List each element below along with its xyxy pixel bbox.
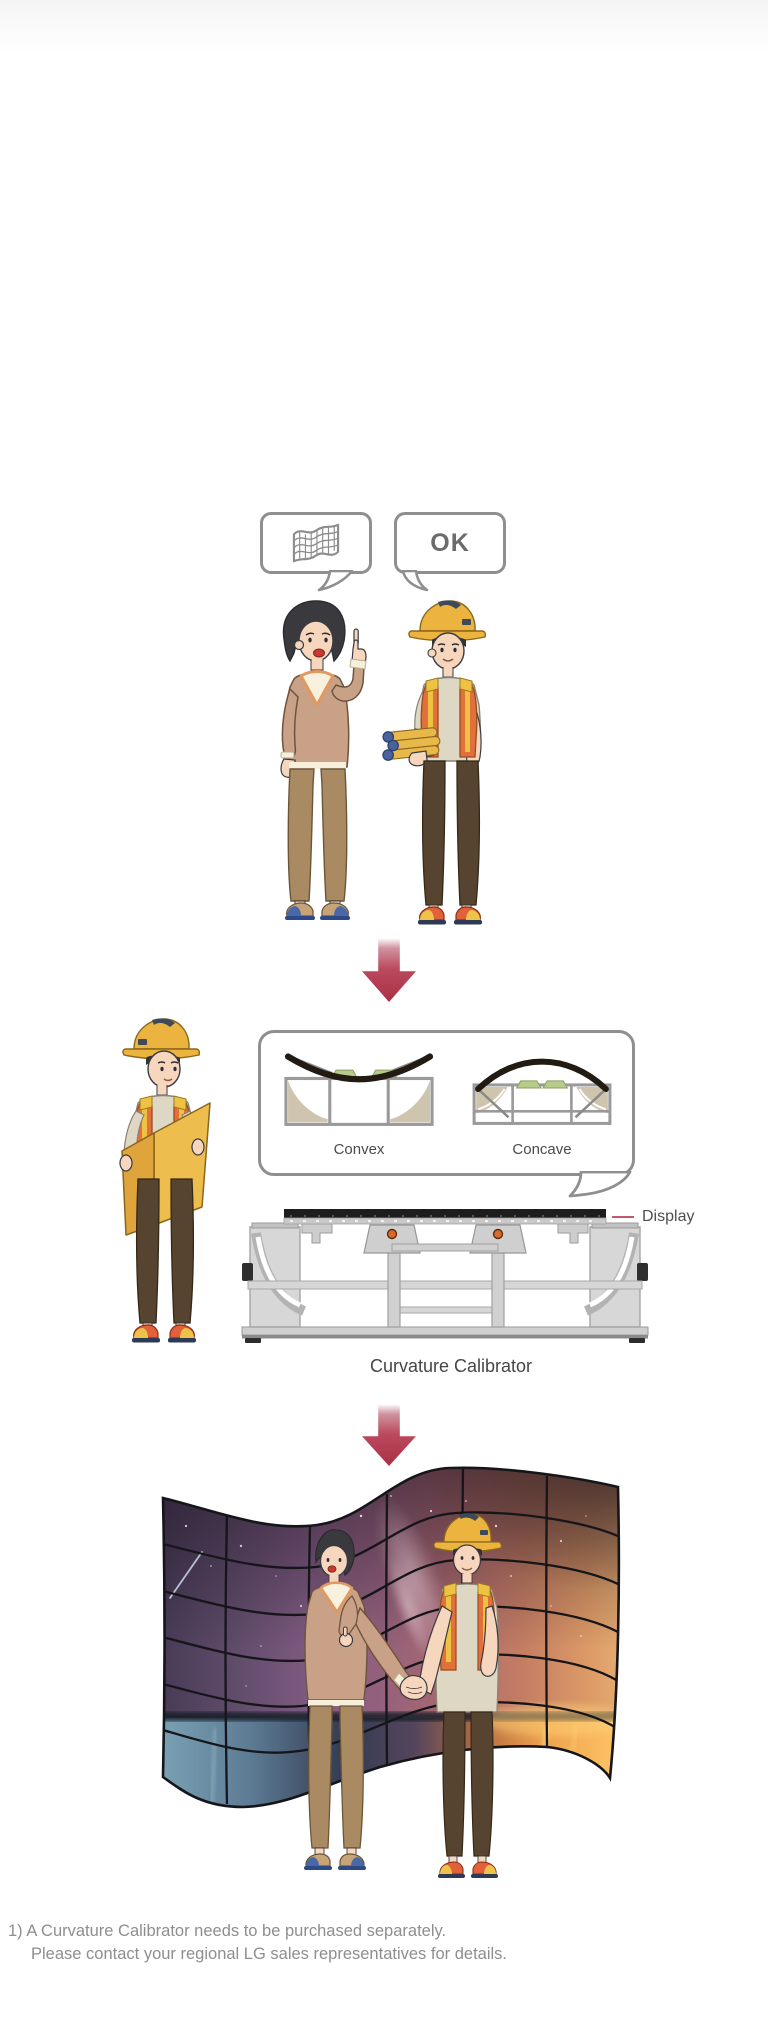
right-curve-plate <box>583 1222 648 1328</box>
down-arrow-icon <box>362 938 416 1002</box>
top-section-fade <box>0 0 768 56</box>
callout-tail <box>568 1171 632 1198</box>
led-wall-outline <box>161 1466 621 1809</box>
worker-reading-plan <box>119 1018 211 1343</box>
curved-display-grid-icon <box>292 523 340 563</box>
display-pointer-dash <box>612 1216 634 1218</box>
plan-speech-bubble <box>260 512 372 574</box>
handshake-hands <box>399 1675 428 1701</box>
footnote: 1) A Curvature Calibrator needs to be pu… <box>8 1920 568 1966</box>
concave-diagram-col: Concave <box>466 1043 618 1158</box>
calibrator-caption: Curvature Calibrator <box>369 1356 533 1376</box>
client-character <box>280 600 367 920</box>
left-curve-plate <box>242 1222 307 1328</box>
curvature-modes-callout: Convex Concave <box>258 1030 635 1176</box>
footnote-line2: Please contact your regional LG sales re… <box>31 1945 508 1963</box>
concave-mode-icon <box>472 1058 612 1125</box>
convex-mode-icon <box>284 1053 434 1126</box>
convex-label: Convex <box>333 1141 385 1158</box>
client-character-handshake <box>304 1529 415 1870</box>
speech-bubble-tail <box>317 570 354 592</box>
concave-label: Concave <box>512 1141 572 1158</box>
convex-diagram-col: Convex <box>275 1043 443 1158</box>
worker-character-handshake <box>399 1513 503 1878</box>
footnote-line1: 1) A Curvature Calibrator needs to be pu… <box>8 1922 447 1940</box>
display-label: Display <box>642 1208 695 1225</box>
curved-led-wall-scene <box>161 1466 621 1878</box>
ok-speech-bubble: OK <box>394 512 506 574</box>
speech-bubble-tail <box>402 570 429 592</box>
worker-character <box>382 600 487 925</box>
conversation-illustration <box>280 600 487 925</box>
ok-label: OK <box>430 528 470 557</box>
display-pointer: Display <box>612 1208 694 1226</box>
blueprint-rolls <box>382 727 441 761</box>
curvature-calibrator-device <box>241 1209 649 1343</box>
mounted-display-bar <box>283 1209 607 1225</box>
